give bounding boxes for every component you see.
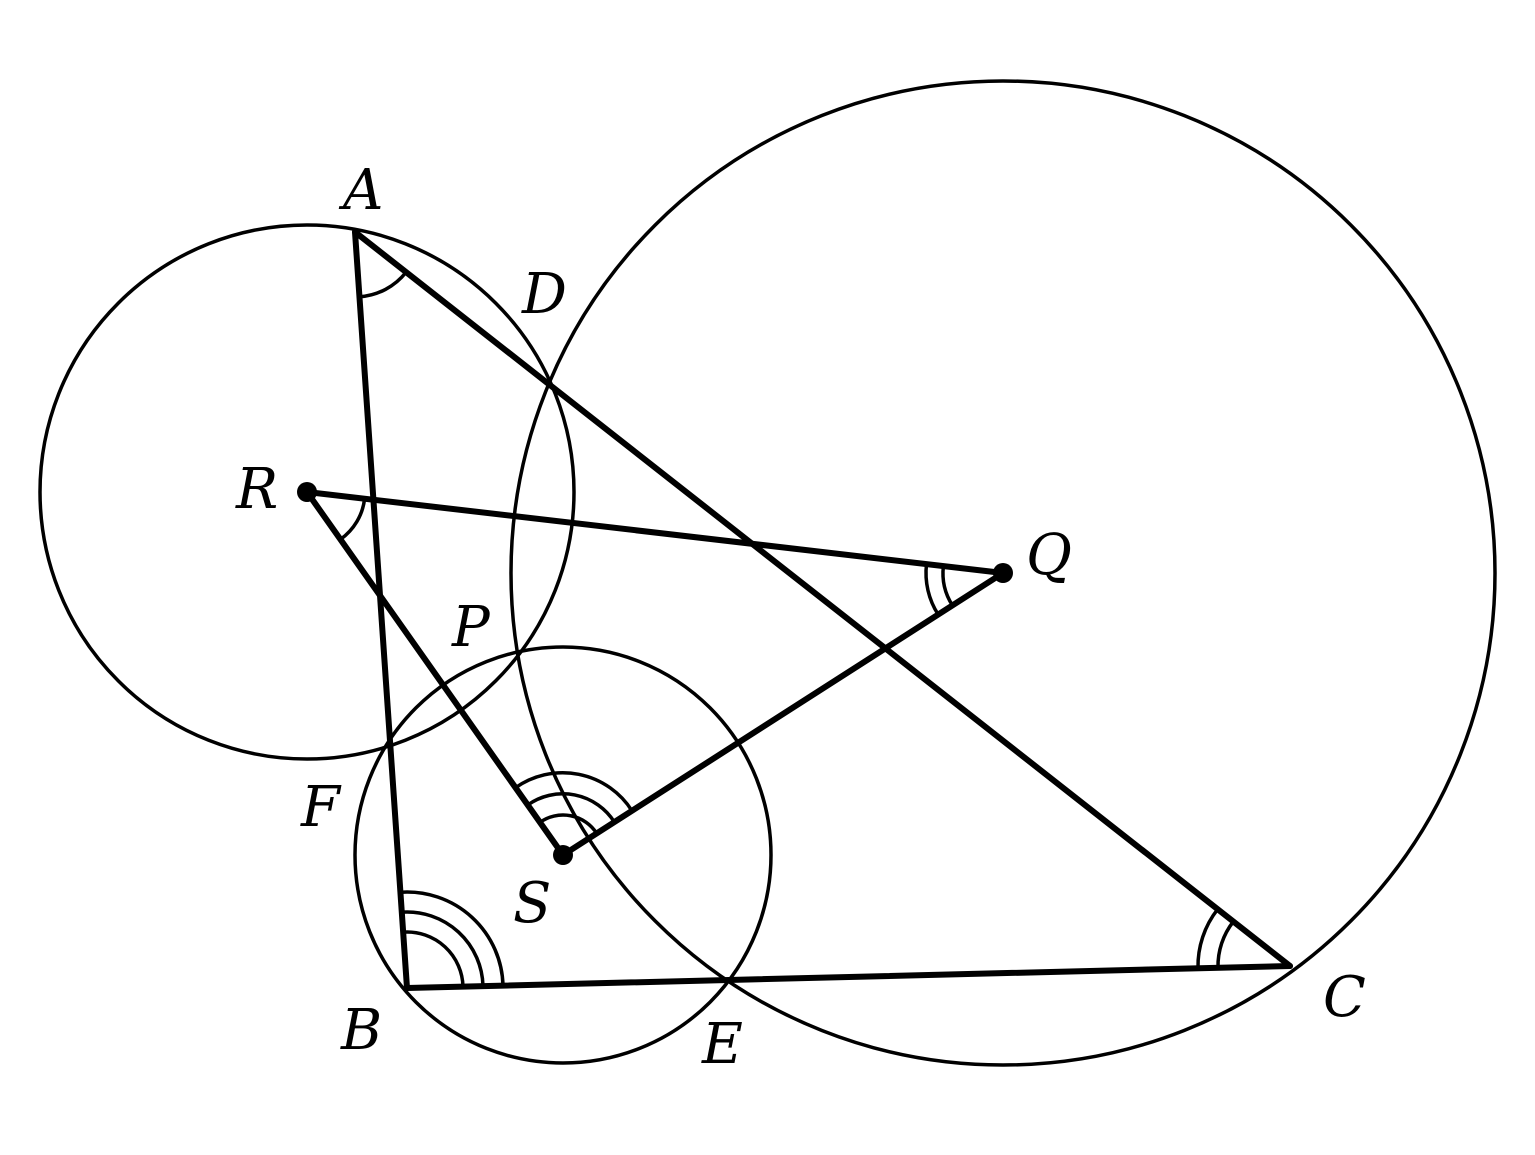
angle-mark-B-middle — [402, 910, 485, 987]
angle-mark-B-outer — [401, 890, 505, 986]
label-S: S — [513, 871, 551, 936]
angle-mark-Q-inner — [941, 565, 954, 607]
angle-mark-C-inner — [1216, 920, 1235, 968]
circle-R — [38, 223, 576, 761]
label-D: D — [521, 262, 567, 327]
segment-AB — [352, 229, 410, 991]
label-B: B — [340, 998, 382, 1063]
point-S-dot — [553, 845, 573, 865]
point-R-dot — [297, 482, 317, 502]
label-A: A — [338, 158, 383, 223]
label-E: E — [701, 1012, 743, 1077]
label-Q: Q — [1026, 523, 1072, 588]
angle-mark-Q-outer — [924, 563, 940, 616]
angle-mark-A — [359, 271, 408, 299]
point-Q-dot — [993, 563, 1013, 583]
angle-mark-C-outer — [1196, 908, 1220, 969]
segment-AC — [352, 229, 1293, 969]
angle-mark-S-inner — [538, 813, 599, 835]
circle-S — [353, 645, 773, 1065]
label-F: F — [300, 775, 342, 840]
circle-Q — [509, 79, 1497, 1067]
angle-mark-R — [339, 498, 367, 541]
angle-mark-S-outer — [514, 770, 634, 812]
label-C: C — [1323, 965, 1366, 1030]
angle-mark-B-inner — [403, 930, 465, 987]
segment-RS — [304, 489, 566, 858]
label-R: R — [235, 457, 278, 522]
angle-mark-S-middle — [526, 792, 616, 824]
segment-RQ — [304, 489, 1006, 576]
segment-SQ — [560, 570, 1006, 858]
segment-BC — [404, 963, 1293, 991]
label-P: P — [451, 595, 491, 660]
